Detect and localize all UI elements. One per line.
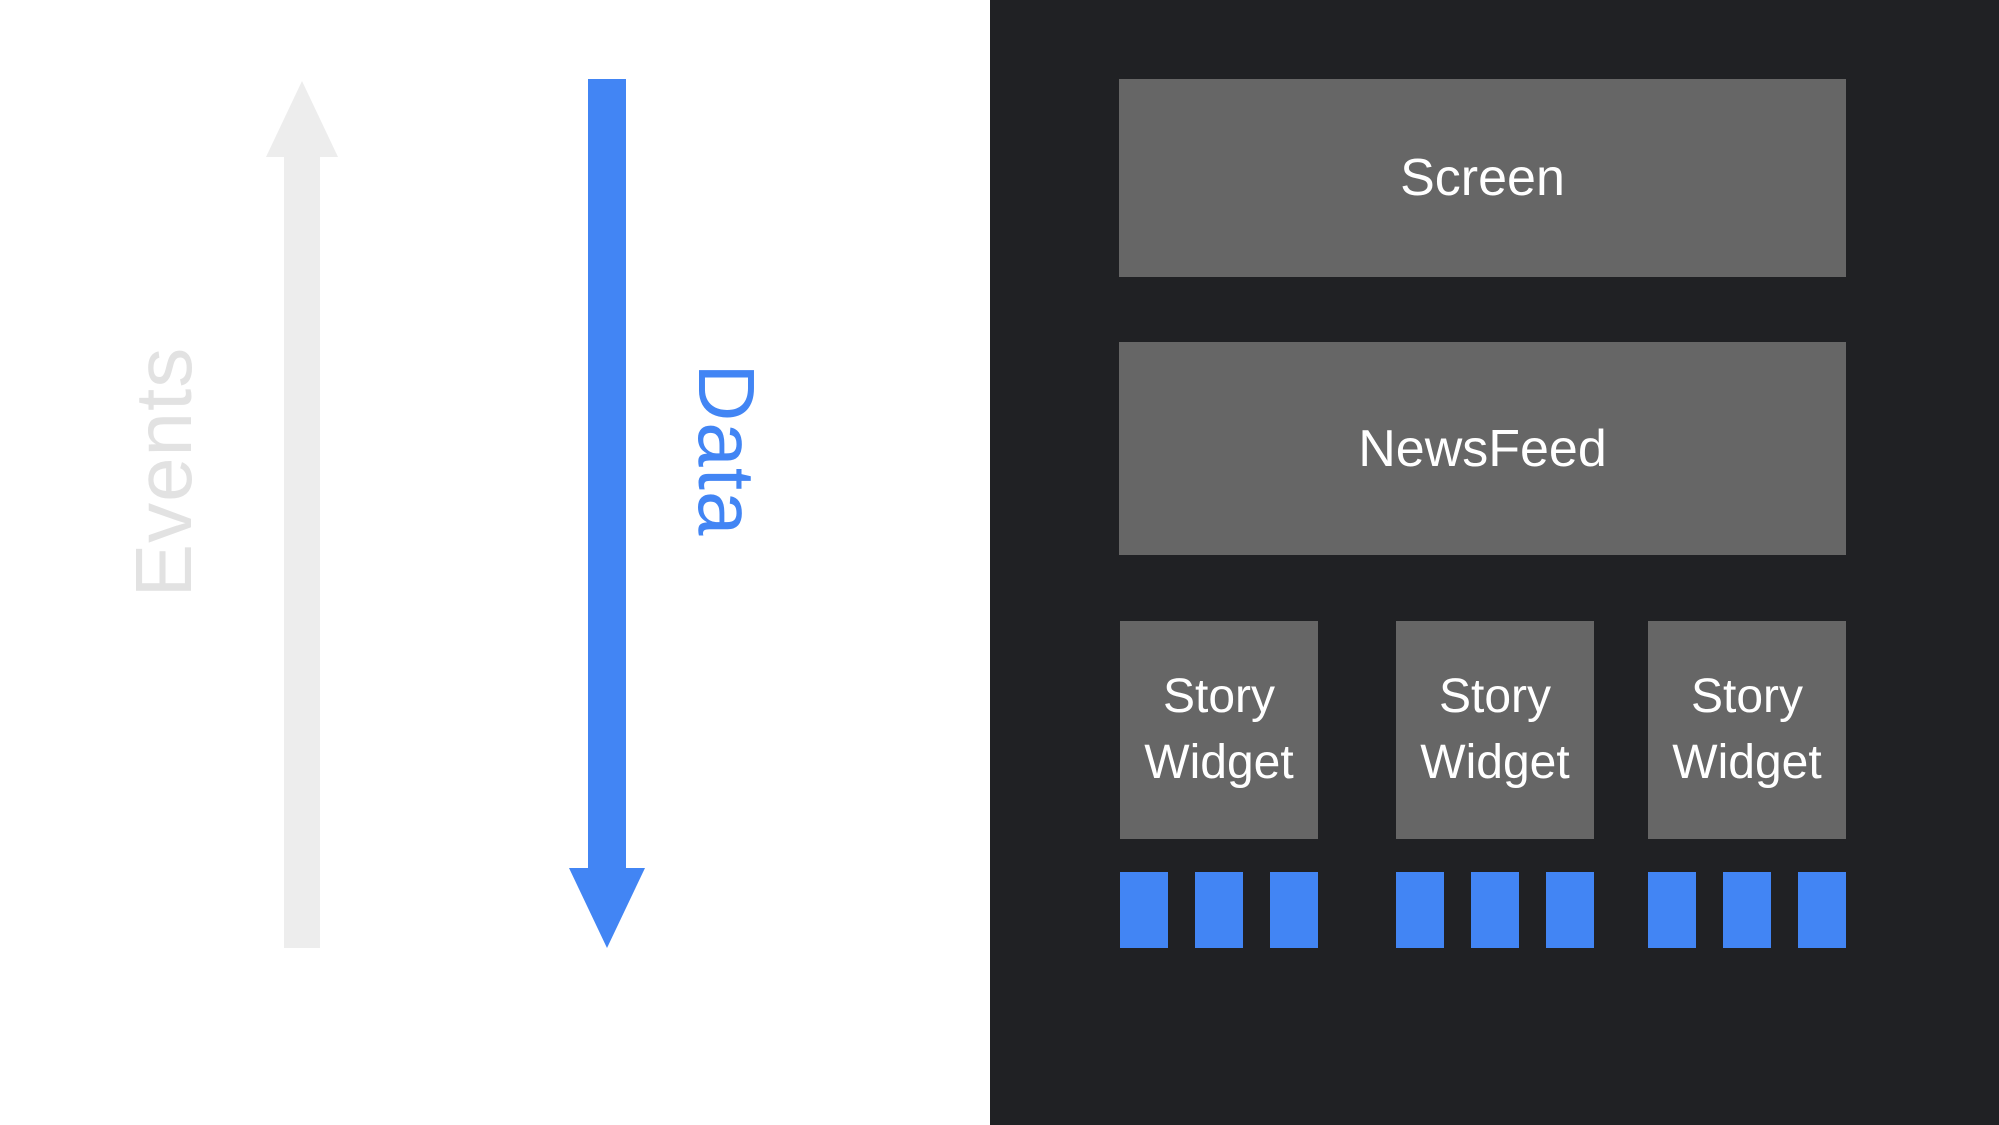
data-chip [1648,872,1696,948]
flow-panel: Events Data [0,0,990,1125]
story-widget-column: Story Widget [1648,621,1846,948]
data-label: Data [682,363,771,537]
data-chip [1396,872,1444,948]
screen-box: Screen [1119,79,1846,277]
widget-tree-panel: Screen NewsFeed Story Widget Story Widge… [990,0,1999,1125]
data-chip [1723,872,1771,948]
events-arrow-shaft [284,155,320,948]
data-chip [1546,872,1594,948]
data-chip [1798,872,1846,948]
newsfeed-box: NewsFeed [1119,342,1846,555]
data-chip-row [1648,872,1846,948]
story-widget-column: Story Widget [1396,621,1594,948]
data-chip [1270,872,1318,948]
events-arrowhead-icon [266,81,338,157]
data-arrowhead-icon [569,868,645,948]
events-label: Events [119,346,208,598]
data-chip-row [1120,872,1318,948]
story-widget-column: Story Widget [1120,621,1318,948]
story-widget-box: Story Widget [1396,621,1594,839]
data-chip [1195,872,1243,948]
data-arrow-shaft [588,79,626,870]
story-widget-box: Story Widget [1648,621,1846,839]
data-chip-row [1396,872,1594,948]
data-chip [1471,872,1519,948]
story-widget-box: Story Widget [1120,621,1318,839]
data-chip [1120,872,1168,948]
